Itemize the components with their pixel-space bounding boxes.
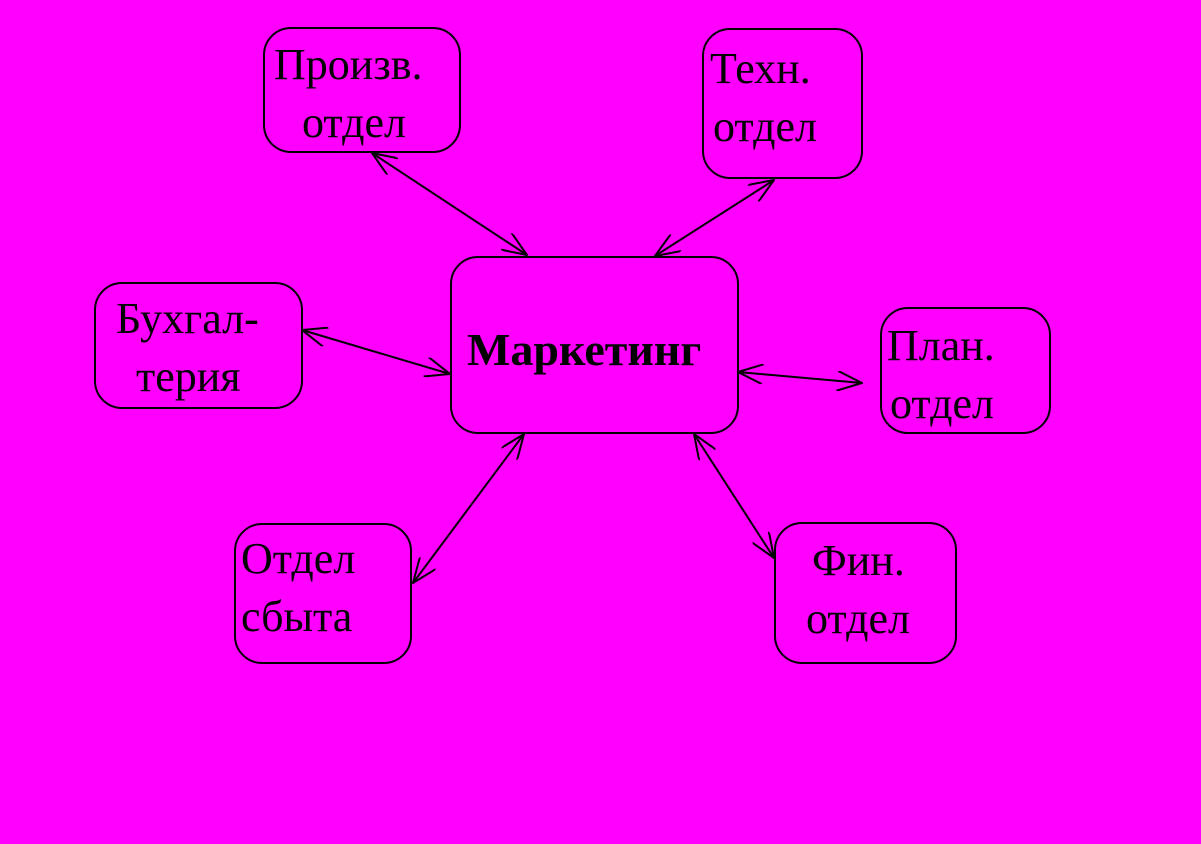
- finance-department-label-line-1: Фин.: [812, 536, 905, 585]
- accounting-node: [94, 282, 303, 409]
- production-department-node: [263, 27, 461, 153]
- production-department-label-line-1: Произв.: [274, 40, 423, 89]
- sales-department-node: [234, 523, 412, 664]
- marketing-node: [450, 256, 739, 434]
- arrow-marketing-plan: [738, 372, 862, 383]
- planning-department-node: [880, 307, 1051, 434]
- technical-department-node: [702, 28, 863, 179]
- arrow-tekhn-marketing: [655, 180, 774, 256]
- accounting-label-line-2: терия: [136, 352, 241, 401]
- arrow-marketing-fin: [694, 434, 774, 558]
- accounting-label-line-1: Бухгал-: [116, 294, 259, 343]
- technical-department-label-line-2: отдел: [713, 102, 817, 151]
- arrow-bukhgalteriya-marketing: [302, 330, 450, 374]
- marketing-label: Маркетинг: [467, 324, 702, 375]
- arrow-marketing-sbyt: [413, 434, 524, 583]
- finance-department-label-line-2: отдел: [806, 594, 910, 643]
- production-department-label-line-2: отдел: [302, 98, 406, 147]
- planning-department-label-line-2: отдел: [890, 379, 994, 428]
- planning-department-label-line-1: План.: [887, 321, 995, 370]
- arrow-proizv-marketing: [372, 153, 527, 255]
- technical-department-label-line-1: Техн.: [710, 44, 811, 93]
- finance-department-node: [774, 522, 957, 664]
- sales-department-label-line-1: Отдел: [241, 534, 356, 583]
- sales-department-label-line-2: сбыта: [241, 592, 353, 641]
